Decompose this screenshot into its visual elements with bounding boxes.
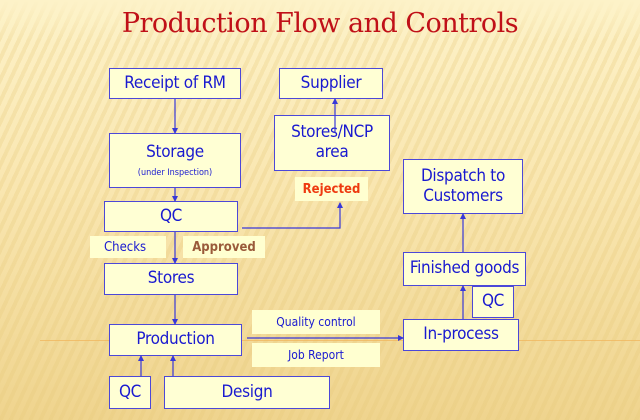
label-text: Approved (192, 239, 256, 255)
label-text: Job Report (288, 348, 344, 362)
box-qc-right: QC (472, 286, 514, 318)
box-label: In-process (423, 324, 499, 345)
box-finished-goods: Finished goods (403, 252, 526, 286)
label-text: Rejected (302, 181, 361, 197)
box-label: Stores (147, 268, 195, 289)
box-label: Finished goods (409, 258, 520, 279)
box-label: Supplier (300, 72, 362, 93)
slide-title: Production Flow and Controls (121, 8, 519, 39)
box-stores-ncp-area: Stores/NCP area (274, 115, 390, 171)
label-job-report: Job Report (252, 343, 380, 367)
box-label: Design (221, 381, 273, 402)
label-rejected: Rejected (295, 177, 368, 201)
box-label: Receipt of RM (124, 72, 226, 93)
box-label-line1: Dispatch to (420, 165, 506, 186)
box-production: Production (109, 324, 242, 356)
box-label-line2: area (315, 142, 349, 162)
slide-background-fade (0, 0, 640, 40)
box-qc: QC (104, 201, 238, 232)
label-text: Checks (104, 239, 147, 255)
box-label-line1: Stores/NCP (291, 122, 373, 143)
box-label: QC (159, 205, 183, 226)
box-design: Design (164, 376, 330, 409)
label-checks: Checks (90, 236, 166, 258)
label-approved: Approved (183, 236, 265, 258)
box-dispatch-to-customers: Dispatch to Customers (403, 159, 523, 214)
decorative-rule (40, 340, 640, 341)
box-label: Production (136, 329, 215, 350)
box-label-line2: Customers (423, 185, 503, 206)
box-label: QC (118, 381, 142, 402)
box-storage: Storage (under Inspection) (109, 133, 241, 188)
box-supplier: Supplier (279, 68, 383, 99)
box-sublabel: (under Inspection) (137, 167, 213, 178)
label-text: Quality control (276, 315, 356, 329)
box-label: QC (481, 291, 505, 312)
box-receipt-of-rm: Receipt of RM (109, 68, 241, 99)
label-quality-control: Quality control (252, 310, 380, 334)
box-stores: Stores (104, 263, 238, 295)
box-label: Storage (146, 142, 204, 163)
box-qc-bottom: QC (109, 376, 151, 409)
box-in-process: In-process (403, 319, 519, 351)
